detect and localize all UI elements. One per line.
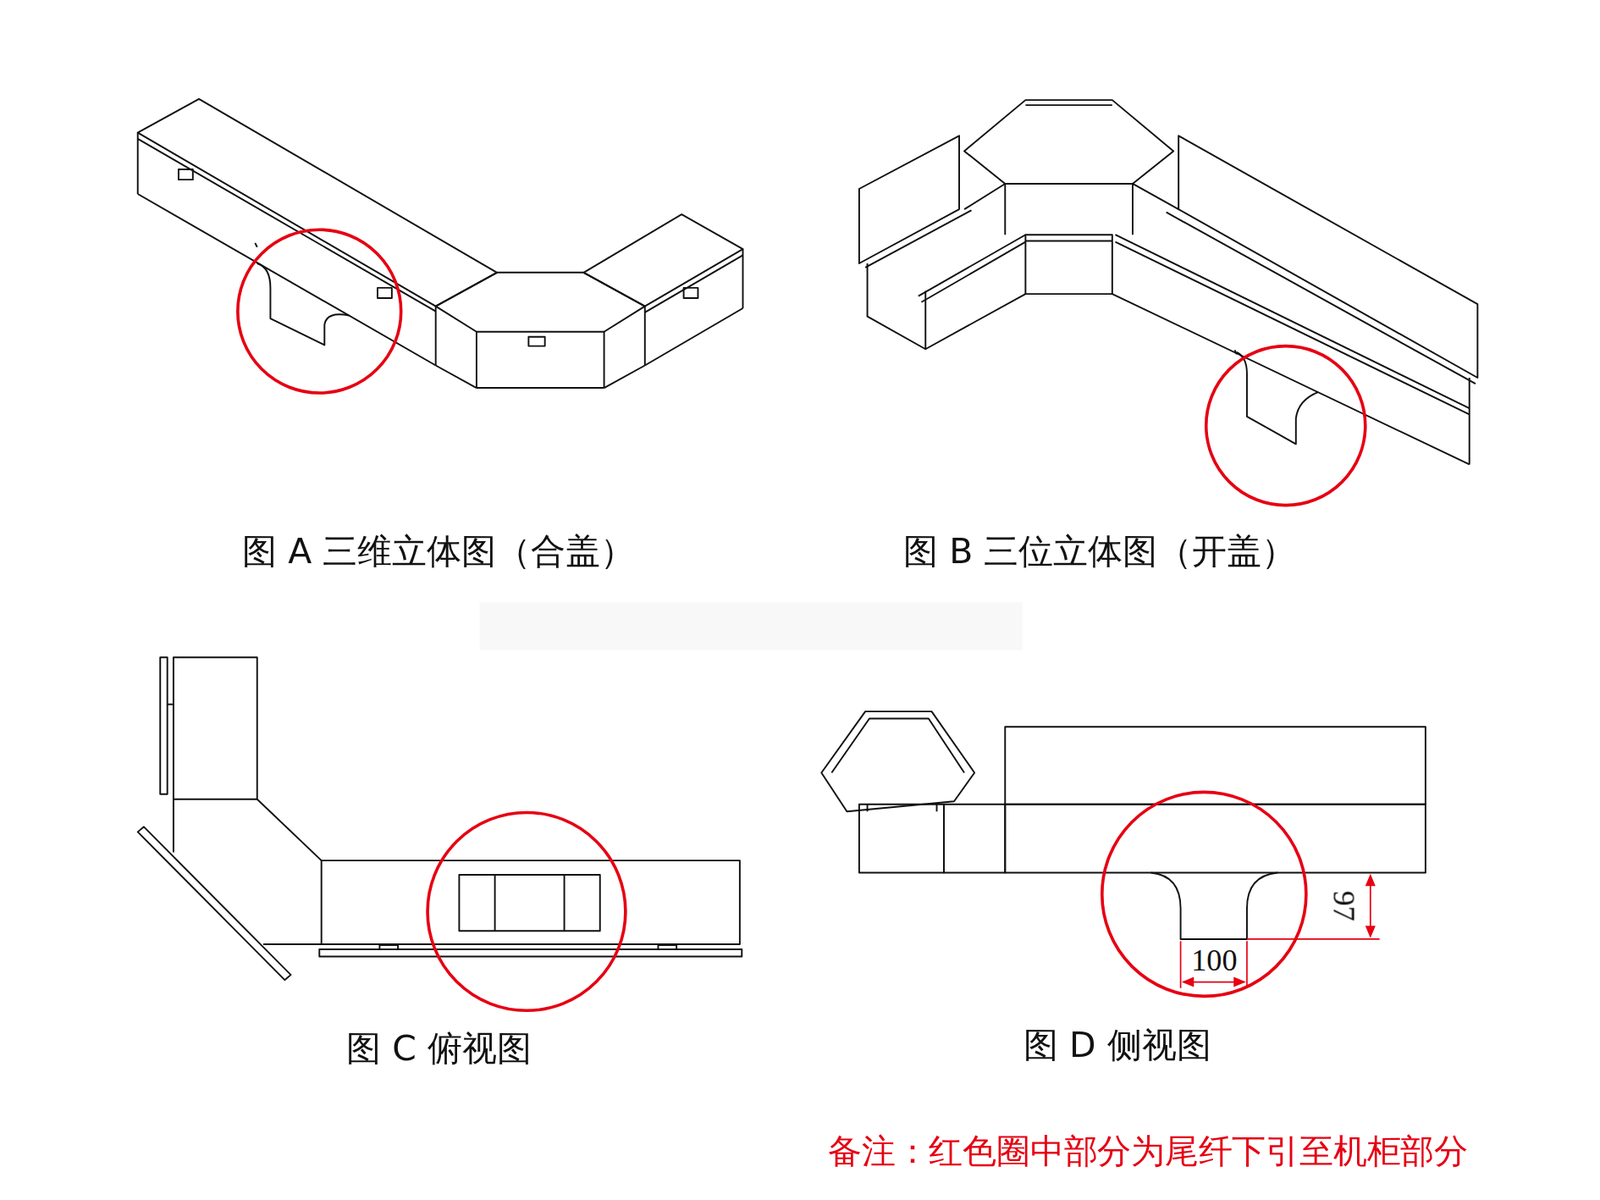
figure-caption: 图 A 三维立体图（合盖）: [242, 532, 635, 571]
dimension-value: 97: [1328, 888, 1363, 923]
note-text: 备注：红色圈中部分为尾纤下引至机柜部分: [827, 1132, 1468, 1170]
figure-caption: 图 B 三位立体图（开盖）: [903, 532, 1297, 571]
figure-caption: 图 D 侧视图: [1023, 1025, 1212, 1064]
figure-caption: 图 C 俯视图: [346, 1029, 532, 1068]
dimension-value: 100: [1189, 942, 1240, 977]
